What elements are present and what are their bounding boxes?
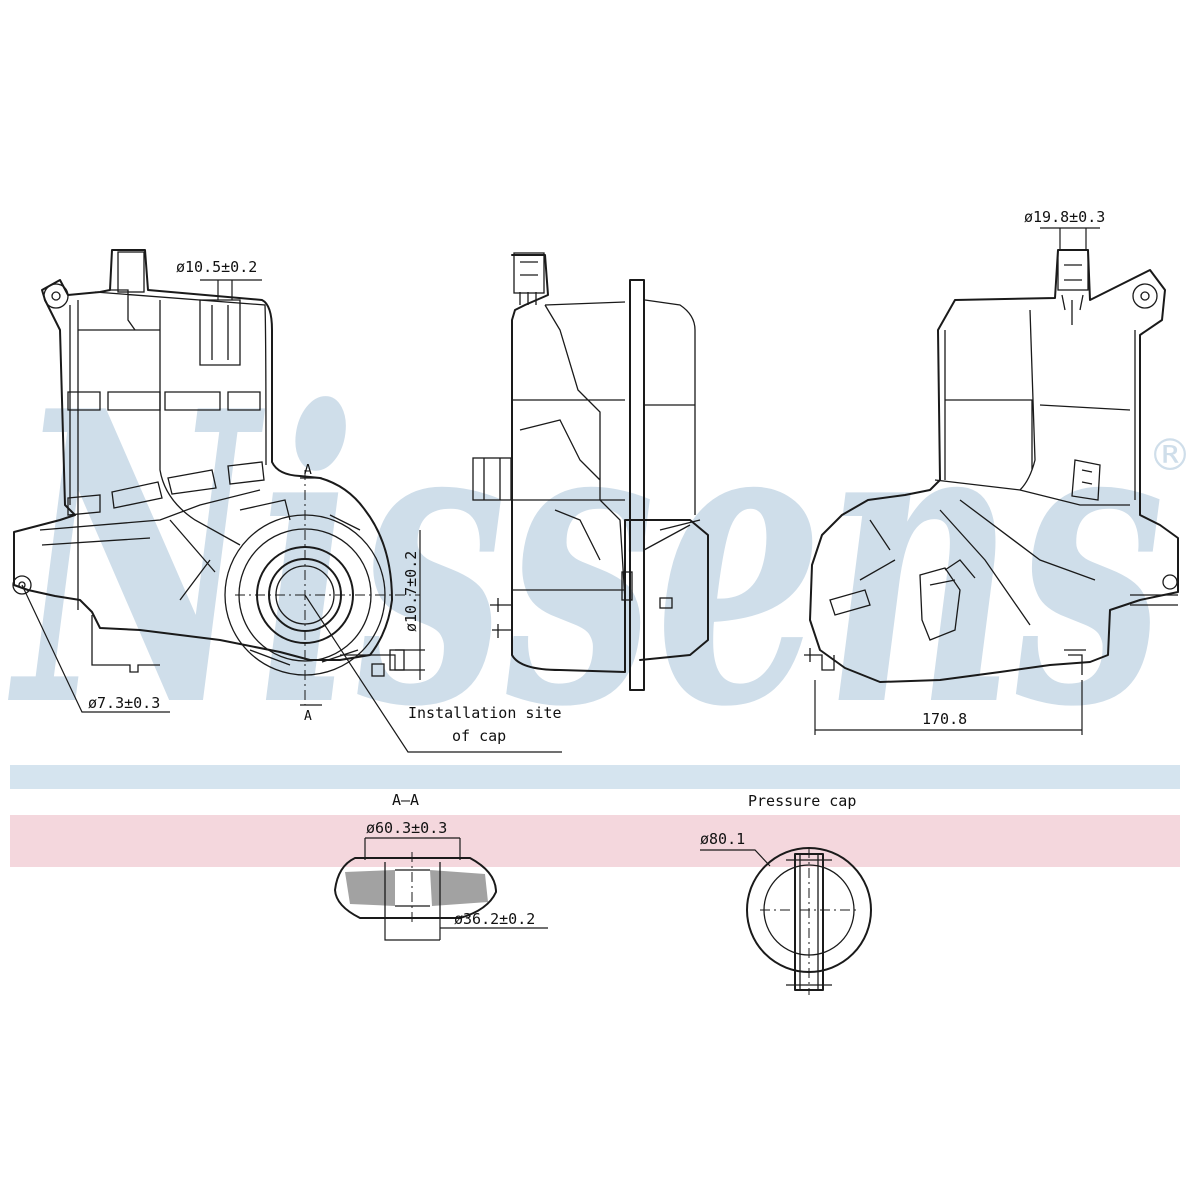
- brand-band-blue: [10, 765, 1180, 789]
- dim-label-60-3: ø60.3±0.3: [366, 819, 447, 837]
- brand-band-pink: [10, 815, 1180, 867]
- side-view: [472, 252, 709, 691]
- registered-mark: ®: [1148, 430, 1192, 481]
- section-title: A–A: [392, 791, 419, 809]
- pressure-cap-view: Pressure cap ø80.1: [700, 792, 872, 995]
- rear-view: ø19.8±0.3 170.8: [804, 208, 1179, 735]
- section-mark-bottom: A: [304, 709, 312, 724]
- installation-label-line-1: Installation site: [408, 704, 562, 722]
- dim-label-10-5: ø10.5±0.2: [176, 258, 257, 276]
- dim-label-80-1: ø80.1: [700, 830, 745, 848]
- dim-label-36-2: ø36.2±0.2: [454, 910, 535, 928]
- front-view: A A ø10.5±0.2 ø10.7±0.2 ø7.3±0.3 Install…: [12, 249, 562, 753]
- dim-label-7-3: ø7.3±0.3: [88, 694, 160, 712]
- section-mark-top: A: [304, 463, 312, 478]
- dim-label-10-7: ø10.7±0.2: [402, 551, 420, 632]
- section-a-a: A–A ø60.3±0.3 ø36.2±0.2: [334, 791, 548, 941]
- dim-label-19-8: ø19.8±0.3: [1024, 208, 1105, 226]
- pressure-cap-title: Pressure cap: [748, 792, 856, 810]
- installation-label-line-2: of cap: [452, 727, 506, 745]
- brand-watermark: Nissens: [7, 325, 1165, 795]
- dim-label-170-8: 170.8: [922, 710, 967, 728]
